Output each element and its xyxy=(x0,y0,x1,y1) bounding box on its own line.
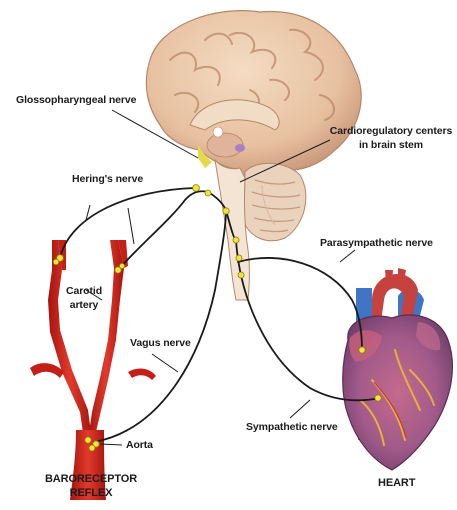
label-glossopharyngeal-nerve: Glossopharyngeal nerve xyxy=(16,93,136,107)
label-carotid-line1: Carotid xyxy=(58,284,110,298)
label-cardioregulatory-centers: Cardioregulatory centers in brain stem xyxy=(325,124,457,152)
heart xyxy=(343,268,453,470)
label-herings-nerve: Hering's nerve xyxy=(72,172,143,186)
herings-nerve-path xyxy=(60,188,195,258)
label-heart: HEART xyxy=(378,476,415,490)
label-carotid-line2: artery xyxy=(58,298,110,312)
nerve-nodes xyxy=(53,185,381,451)
label-baroreceptor-line1: BARORECEPTOR xyxy=(36,472,146,486)
nerve-paths xyxy=(60,188,380,442)
label-baroreceptor-line2: REFLEX xyxy=(36,486,146,500)
label-sympathetic-nerve: Sympathetic nerve xyxy=(246,420,338,434)
label-cardioregulatory-line1: Cardioregulatory centers xyxy=(325,124,457,138)
label-parasympathetic-nerve: Parasympathetic nerve xyxy=(320,236,433,250)
label-baroreceptor-reflex: BARORECEPTOR REFLEX xyxy=(36,472,146,500)
label-cardioregulatory-line2: in brain stem xyxy=(325,138,457,152)
label-vagus-nerve: Vagus nerve xyxy=(130,336,191,350)
label-carotid-artery: Carotid artery xyxy=(58,284,110,312)
label-aorta: Aorta xyxy=(126,438,153,452)
brain xyxy=(146,11,361,300)
parasympathetic-nerve-path xyxy=(238,258,362,350)
carotid-arteries xyxy=(30,240,156,500)
